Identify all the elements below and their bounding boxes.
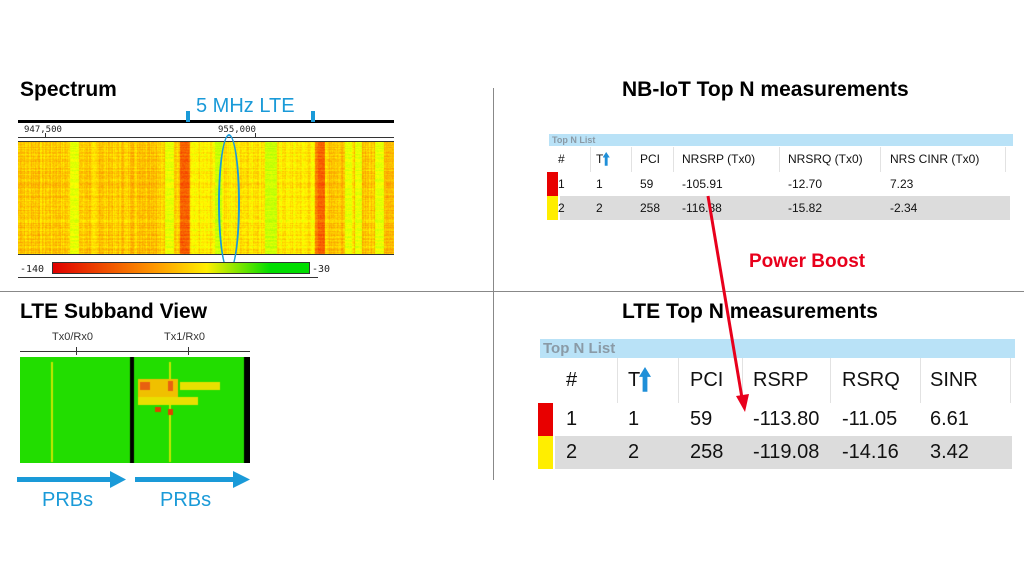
table-cell: 1 xyxy=(558,177,565,191)
column-separator xyxy=(673,147,674,172)
horizontal-divider xyxy=(0,291,1024,292)
spectrum-title: Spectrum xyxy=(20,78,117,101)
row-color-marker xyxy=(538,436,553,469)
colorbar-axis xyxy=(18,277,318,278)
prb-label: PRBs xyxy=(42,489,94,511)
table-cell: -11.05 xyxy=(842,408,898,430)
row-color-marker xyxy=(538,403,553,436)
colorbar-min: -140 xyxy=(20,264,45,275)
band-bracket-right xyxy=(311,111,315,122)
column-header[interactable]: # xyxy=(566,369,578,391)
colorbar-max: -30 xyxy=(312,264,331,275)
lte-title: LTE Top N measurements xyxy=(622,300,878,323)
table-row[interactable] xyxy=(555,403,1012,436)
column-header[interactable]: T xyxy=(596,152,604,166)
freq-tick-label: 955,000 xyxy=(218,125,256,135)
prb-arrow-right-head xyxy=(233,471,250,488)
table-cell: -119.08 xyxy=(753,441,820,463)
table-cell: 3.42 xyxy=(930,441,969,463)
prb-arrow-right xyxy=(135,477,235,482)
column-separator xyxy=(1005,147,1006,172)
prb-arrows xyxy=(17,471,250,488)
table-cell: -116.88 xyxy=(682,201,722,215)
row-color-marker xyxy=(547,196,558,220)
column-separator xyxy=(617,358,618,403)
table-cell: 59 xyxy=(640,177,654,191)
table-cell: -14.16 xyxy=(842,441,899,463)
column-header[interactable]: RSRP xyxy=(753,369,809,391)
column-separator xyxy=(1010,358,1011,403)
column-header[interactable]: SINR xyxy=(930,369,978,391)
column-separator xyxy=(920,358,921,403)
table-cell: 59 xyxy=(690,408,713,430)
table-cell: -113.80 xyxy=(753,408,820,430)
table-cell: 2 xyxy=(566,441,578,463)
column-header[interactable]: NRS CINR (Tx0) xyxy=(890,152,980,166)
column-header[interactable]: NRSRQ (Tx0) xyxy=(788,152,863,166)
colorbar xyxy=(52,262,310,274)
table-cell: 2 xyxy=(558,201,565,215)
port-axis xyxy=(20,351,250,352)
band-bar xyxy=(18,120,394,123)
column-separator xyxy=(880,147,881,172)
column-header[interactable]: RSRQ xyxy=(842,369,900,391)
table-row[interactable] xyxy=(560,196,1010,220)
table-cell: -15.82 xyxy=(788,201,823,215)
table-cell: 1 xyxy=(628,408,640,430)
band-bracket-left xyxy=(186,111,190,122)
table-cell: 1 xyxy=(566,408,578,430)
top-n-list-header: Top N List xyxy=(540,339,1015,358)
sort-icon[interactable] xyxy=(602,152,610,166)
column-separator xyxy=(830,358,831,403)
table-cell: 258 xyxy=(640,201,661,215)
table-row[interactable] xyxy=(555,436,1012,469)
table-cell: -12.70 xyxy=(788,177,823,191)
freq-tick-label: 947,500 xyxy=(24,125,62,135)
column-header[interactable]: NRSRP (Tx0) xyxy=(682,152,756,166)
prb-label: PRBs xyxy=(160,489,212,511)
table-cell: 7.23 xyxy=(890,177,914,191)
power-boost-label: Power Boost xyxy=(749,251,866,272)
nbiot-title: NB-IoT Top N measurements xyxy=(622,78,909,101)
table-cell: 2 xyxy=(596,201,603,215)
column-separator xyxy=(678,358,679,403)
subband-heatmap xyxy=(20,357,250,463)
column-header[interactable]: # xyxy=(558,152,565,166)
table-cell: -2.34 xyxy=(890,201,918,215)
table-cell: 6.61 xyxy=(930,408,969,430)
tick xyxy=(45,133,46,138)
column-separator xyxy=(631,147,632,172)
highlight-ellipse xyxy=(218,134,240,272)
port-label: Tx0/Rx0 xyxy=(52,331,93,343)
table-row[interactable] xyxy=(560,172,1010,196)
vertical-divider xyxy=(493,88,494,480)
table-cell: 258 xyxy=(690,441,724,463)
column-separator xyxy=(742,358,743,403)
column-header[interactable]: PCI xyxy=(640,152,661,166)
tick xyxy=(188,347,189,355)
tick xyxy=(76,347,77,355)
table-cell: 2 xyxy=(628,441,640,463)
tick xyxy=(255,133,256,138)
column-separator xyxy=(590,147,591,172)
row-color-marker xyxy=(547,172,558,196)
prb-arrow-left xyxy=(17,477,113,482)
top-n-list-header: Top N List xyxy=(549,134,1013,146)
column-header[interactable]: PCI xyxy=(690,369,724,391)
port-label: Tx1/Rx0 xyxy=(164,331,205,343)
table-cell: 1 xyxy=(596,177,603,191)
column-header[interactable]: T xyxy=(628,369,641,391)
sort-icon[interactable] xyxy=(639,367,651,392)
column-separator xyxy=(779,147,780,172)
band-label: 5 MHz LTE xyxy=(196,95,295,117)
table-cell: -105.91 xyxy=(682,177,723,191)
subband-title: LTE Subband View xyxy=(20,300,208,323)
prb-arrow-left-head xyxy=(110,471,126,488)
freq-axis xyxy=(18,137,394,138)
spectrum-waterfall xyxy=(18,141,394,255)
